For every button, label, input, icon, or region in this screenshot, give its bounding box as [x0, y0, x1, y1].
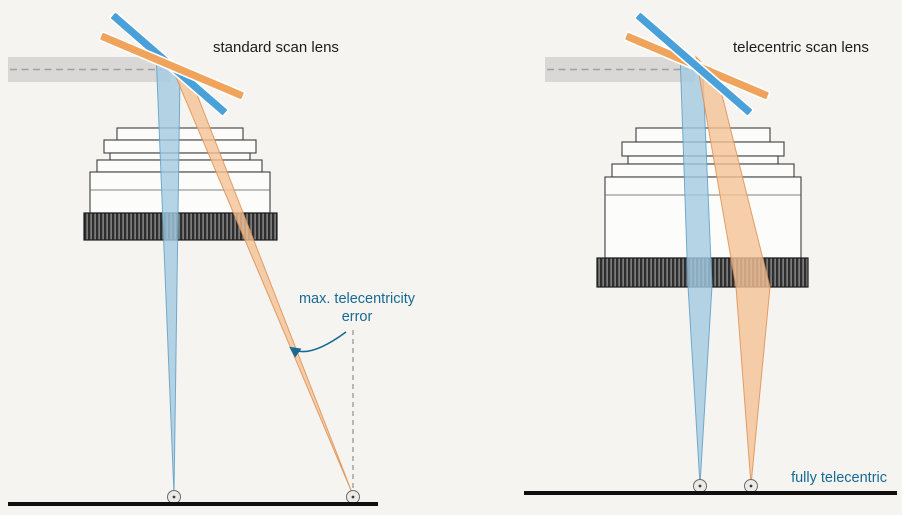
focus-marker-dot: [351, 495, 355, 499]
mirror-orange-bar: [98, 31, 246, 101]
right-diagram-title: telecentric scan lens: [733, 39, 869, 56]
focus-marker-dot: [749, 484, 753, 488]
scan-mirror-orange-position: [98, 31, 246, 101]
lens-element: [109, 152, 251, 161]
telecentricity-error-arrow: [289, 331, 347, 358]
focused-beam-blue: [155, 50, 181, 496]
focus-marker: [346, 490, 360, 504]
standard-scan-lens-diagram: standard scan lens max. telecentricity e…: [8, 11, 416, 506]
focus-marker-dot: [698, 484, 702, 488]
lens-element: [103, 139, 257, 154]
mirror-blue-bar: [634, 11, 754, 117]
focus-marker: [693, 479, 707, 493]
focus-marker-dot: [172, 495, 176, 499]
lens-element: [96, 159, 263, 173]
focus-marker: [744, 479, 758, 493]
lens-body: [89, 171, 271, 214]
telecentricity-error-label-line1: max. telecentricity: [299, 291, 416, 307]
focus-marker: [167, 490, 181, 504]
scan-mirror-blue-position: [634, 11, 754, 117]
telecentricity-error-label-line2: error: [342, 309, 373, 325]
left-diagram-title: standard scan lens: [213, 39, 339, 56]
deflected-beam-orange: [166, 55, 354, 496]
telecentric-scan-lens-diagram: telecentric scan lens fully telecentric: [524, 11, 897, 495]
incoming-laser-beam: [8, 57, 170, 82]
lens-element: [116, 127, 244, 141]
f-theta-lens: [83, 127, 278, 241]
fully-telecentric-label: fully telecentric: [791, 470, 887, 486]
